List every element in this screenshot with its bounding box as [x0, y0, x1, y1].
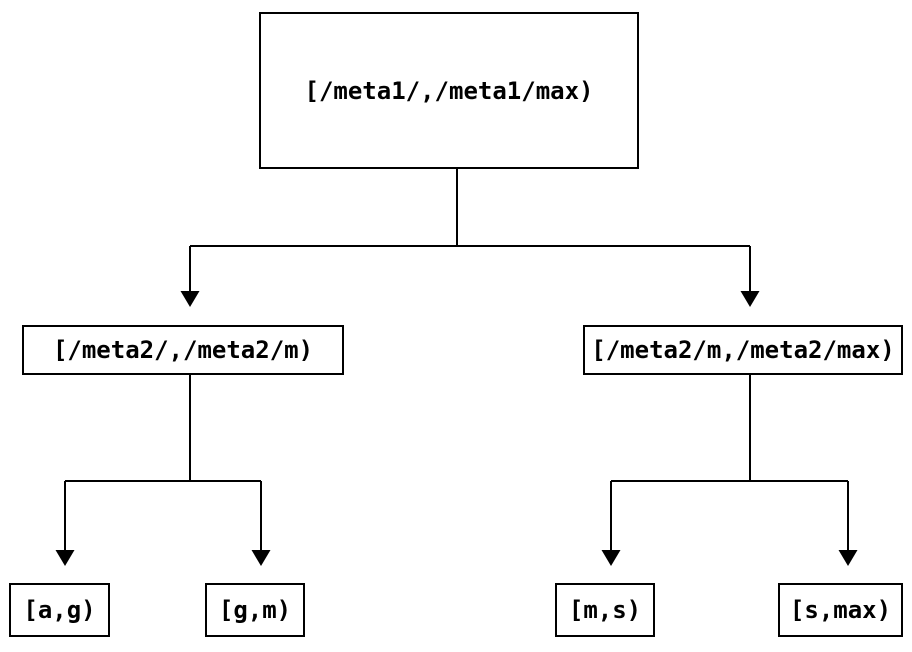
node-meta2-upper-label: [/meta2/m,/meta2/max): [591, 336, 895, 364]
node-leaf-smax-label: [s,max): [789, 596, 892, 624]
arrowhead-to-leaf-gm-icon: [251, 550, 271, 566]
node-meta2-lower-label: [/meta2/,/meta2/m): [52, 336, 314, 364]
node-leaf-ag: [a,g): [9, 583, 110, 637]
node-meta2-lower: [/meta2/,/meta2/m): [22, 325, 344, 375]
edges-from-root: [180, 168, 760, 307]
edge-left-stem: [64, 375, 262, 551]
node-leaf-ag-label: [a,g): [23, 596, 96, 624]
edge-right-stem: [610, 375, 849, 551]
arrowhead-to-leaf-ms-icon: [601, 550, 621, 566]
edge-root-stem: [189, 168, 751, 293]
arrowhead-to-leaf-ag-icon: [55, 550, 75, 566]
node-leaf-ms: [m,s): [555, 583, 655, 637]
edges-from-left-node: [55, 375, 271, 566]
node-leaf-gm: [g,m): [205, 583, 305, 637]
node-root: [/meta1/,/meta1/max): [259, 12, 639, 169]
node-root-label: [/meta1/,/meta1/max): [304, 76, 594, 105]
arrowhead-to-leaf-smax-icon: [838, 550, 858, 566]
node-leaf-gm-label: [g,m): [218, 596, 292, 624]
arrowhead-to-left-node-icon: [180, 291, 200, 307]
node-meta2-upper: [/meta2/m,/meta2/max): [583, 325, 903, 375]
edges-from-right-node: [601, 375, 858, 566]
node-leaf-ms-label: [m,s): [568, 596, 642, 624]
node-leaf-smax: [s,max): [778, 583, 903, 637]
arrowhead-to-right-node-icon: [740, 291, 760, 307]
